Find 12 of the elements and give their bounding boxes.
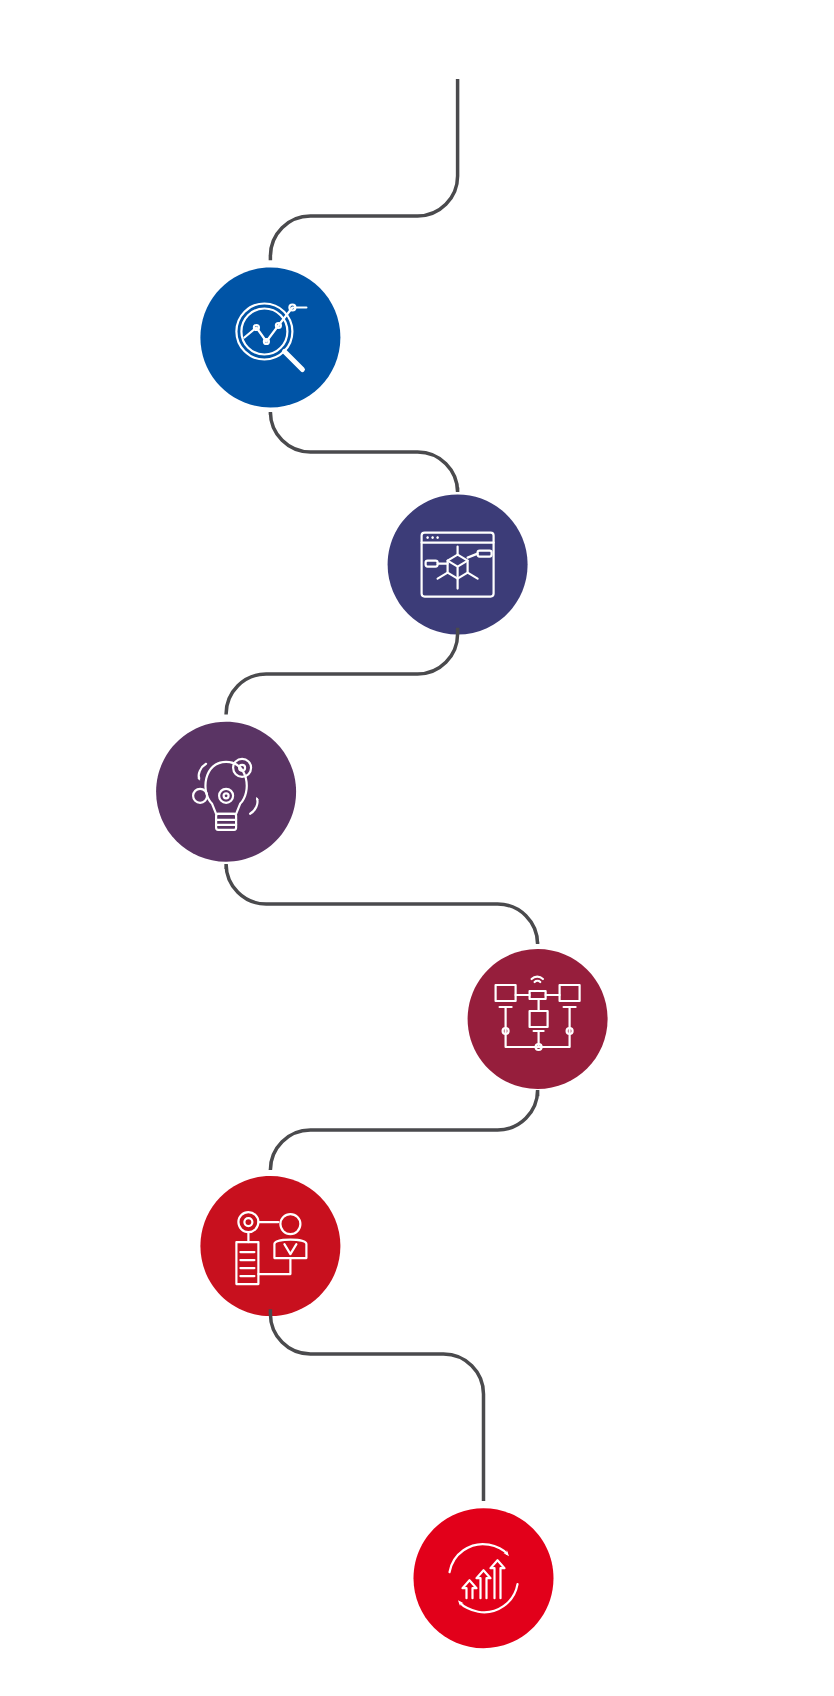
step-circle — [200, 1176, 341, 1317]
step-circle — [200, 267, 341, 408]
connector-line — [268, 1309, 486, 1501]
connector-line — [224, 627, 460, 716]
step-circle — [387, 494, 528, 635]
connector-line — [224, 862, 540, 946]
connector-line — [268, 79, 460, 261]
connector-line — [268, 410, 460, 494]
step-circle — [467, 949, 608, 1089]
connector-line — [268, 1088, 540, 1172]
step-circle — [156, 721, 297, 862]
step-circle — [413, 1508, 554, 1649]
